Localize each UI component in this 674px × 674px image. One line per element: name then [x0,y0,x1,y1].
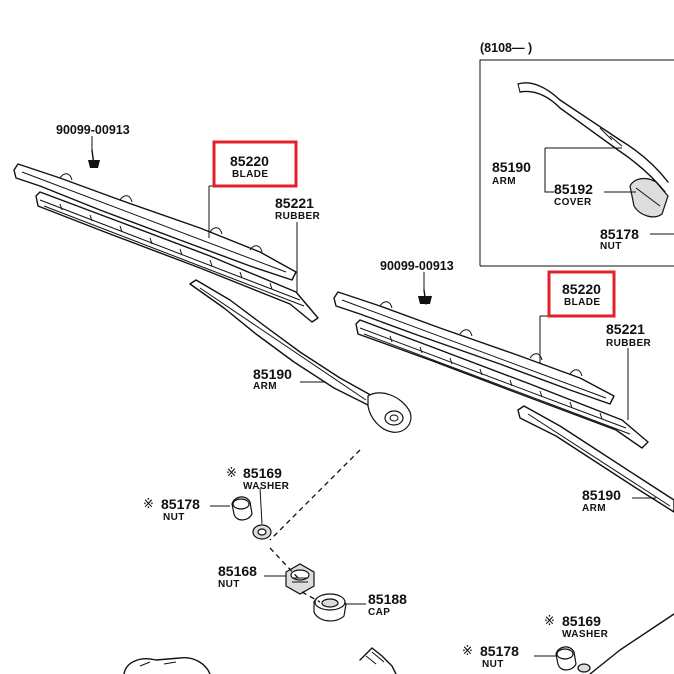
linkage-partial-drawing [123,647,397,674]
left-washer-number: 85169 [243,465,282,481]
inset-arm-leader [544,148,554,193]
right-arm-name: ARM [582,503,606,514]
left-nut-85178-drawing [231,496,253,521]
inset-arm-name: ARM [492,176,516,187]
cap-number: 85188 [368,591,407,607]
left-washer-leader [259,487,263,525]
nut-85168-number: 85168 [218,563,257,579]
right-blade-drawing [333,289,649,449]
nut-85168-drawing [285,563,315,595]
left-arm-name: ARM [253,381,277,392]
right-blade-highlight [547,270,616,318]
right-nut-85178-drawing [555,646,577,671]
inset-header: (8108— ) [480,41,532,55]
left-screw-drawing [88,149,100,168]
left-nut-name: NUT [163,512,185,523]
right-washer-number: 85169 [562,613,601,629]
inset-cover-drawing [629,177,669,218]
right-arm-number: 85190 [582,487,621,503]
inset-arm-number: 85190 [492,159,531,175]
right-blade-number: 85220 [562,281,601,297]
right-rubber-name: RUBBER [606,338,652,349]
right-blade-name: BLADE [564,297,600,308]
inset-nut-number: 85178 [600,226,639,242]
right-washer-marker: ※ [544,614,555,629]
left-blade-number: 85220 [230,153,269,169]
left-rubber-number: 85221 [275,195,314,211]
right-screw-drawing [418,289,432,305]
right-partial-linkage-drawing [577,613,674,674]
inset-border [479,59,674,266]
right-nut-name: NUT [482,659,504,670]
left-nut-number: 85178 [161,496,200,512]
left-arm-drawing [189,279,412,433]
left-washer-marker: ※ [226,466,237,481]
left-blade-drawing [13,149,319,323]
left-rubber-name: RUBBER [275,211,321,222]
left-washer-name: WASHER [243,481,290,492]
left-washer-drawing [252,524,272,540]
cap-drawing [313,593,347,622]
assembly-axis [269,449,361,603]
inset-cover-name: COVER [554,197,592,208]
right-nut-marker: ※ [462,644,473,659]
left-nut-marker: ※ [143,497,154,512]
left-arm-number: 85190 [253,366,292,382]
right-washer-name: WASHER [562,629,609,640]
right-nut-number: 85178 [480,643,519,659]
cap-name: CAP [368,607,390,618]
right-rubber-number: 85221 [606,321,645,337]
inset-panel: (8108— ) 85190 ARM 85192 COVER 85178 NUT [479,41,674,267]
right-screw-number: 90099-00913 [380,259,454,273]
right-arm-drawing [517,405,674,513]
inset-arm-drawing [517,82,669,193]
left-blade-name: BLADE [232,169,268,180]
left-blade-highlight [212,140,298,188]
inset-cover-number: 85192 [554,181,593,197]
inset-nut-name: NUT [600,241,622,252]
left-screw-number: 90099-00913 [56,123,130,137]
nut-85168-name: NUT [218,579,240,590]
